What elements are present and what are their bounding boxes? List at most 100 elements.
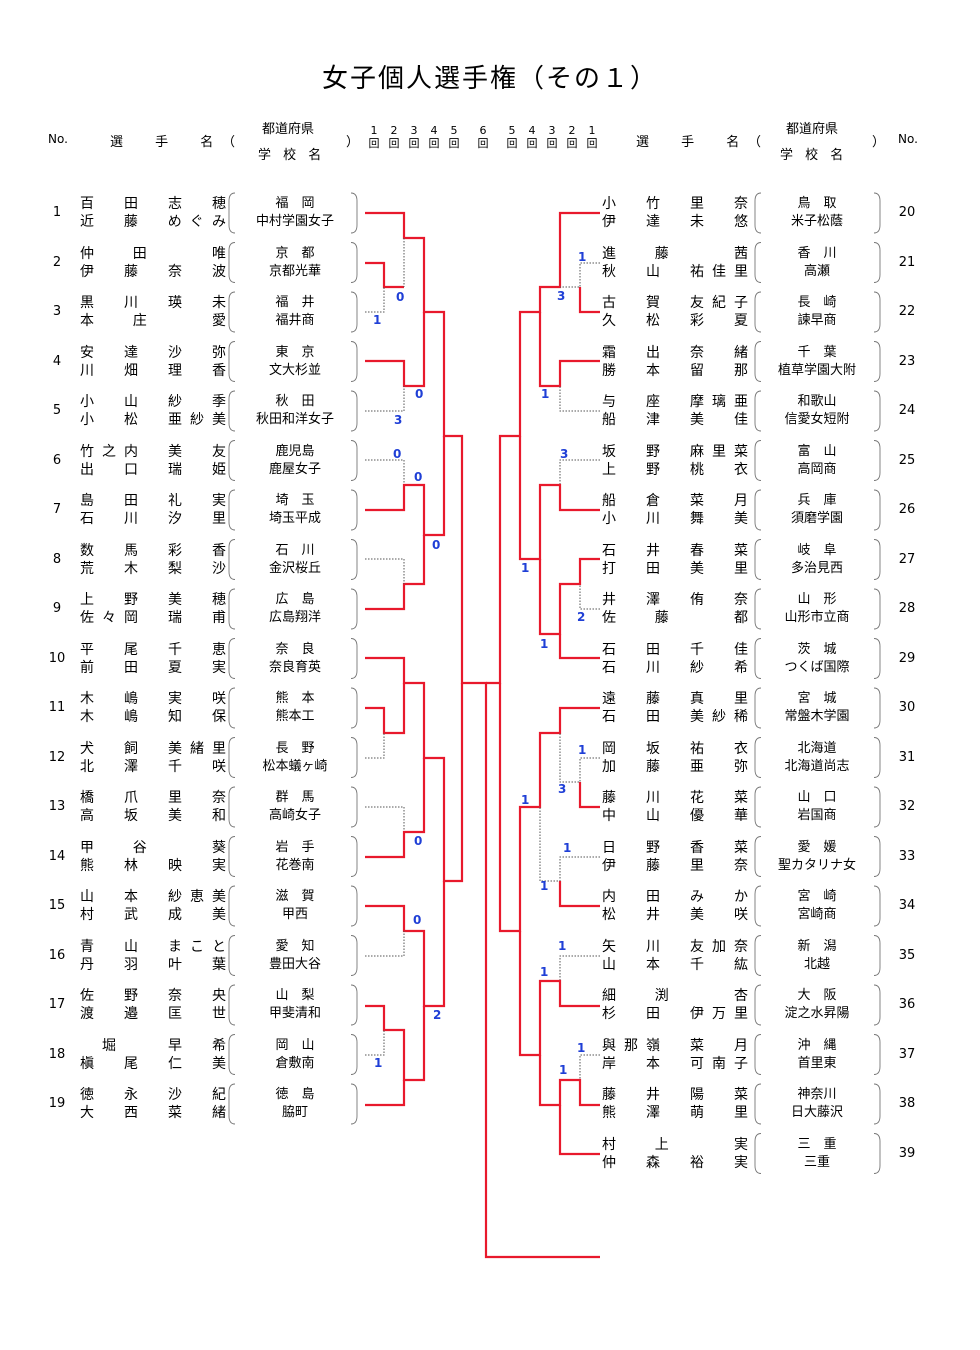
entry-number: 12 bbox=[48, 749, 66, 765]
round-number: 2 bbox=[390, 124, 398, 137]
prefecture-school: 大 阪淀之水昇陽 bbox=[758, 987, 876, 1023]
entry-number: 6 bbox=[52, 452, 62, 468]
paren-open bbox=[228, 1034, 236, 1075]
paren-close bbox=[350, 984, 358, 1026]
score-left-4: 0 bbox=[393, 447, 401, 461]
player-names: 堀 早 希槇 尾 仁 美 bbox=[80, 1037, 226, 1073]
bracket-left-m14 bbox=[365, 758, 426, 859]
bracket-left-m19 bbox=[365, 1080, 406, 1107]
paren-close bbox=[873, 291, 881, 333]
player-name-1: 石 井 春 菜 bbox=[602, 542, 748, 559]
score-right-10: 1 bbox=[563, 841, 571, 855]
school-name: 倉敷南 bbox=[275, 1055, 315, 1071]
header-school-right: 学 校 名 bbox=[780, 148, 848, 163]
paren-close bbox=[873, 489, 881, 531]
paren-close bbox=[350, 242, 358, 283]
school-name: 山形市立商 bbox=[784, 610, 850, 625]
paren-open bbox=[754, 489, 762, 531]
bracket-right-m22 bbox=[578, 287, 600, 314]
player-name-2: 石 田 美紗稀 bbox=[602, 709, 748, 725]
score-left-9: 2 bbox=[433, 1008, 441, 1022]
entry-number: 29 bbox=[898, 650, 916, 666]
player-names: 与 座 摩璃亜船 津 美 佳 bbox=[602, 393, 748, 429]
paren-open bbox=[228, 687, 236, 729]
paren-open bbox=[228, 539, 236, 580]
school-name: 文大杉並 bbox=[268, 362, 321, 378]
prefecture: 群 馬 bbox=[275, 790, 315, 805]
school-name: 金沢桜丘 bbox=[268, 560, 321, 576]
entry-number: 39 bbox=[898, 1145, 916, 1161]
score-right-4: 1 bbox=[521, 561, 529, 575]
player-name-1: 小 竹 里 奈 bbox=[602, 196, 748, 212]
paren-close bbox=[350, 489, 358, 531]
player-names: 数 馬 彩 香荒 木 梨 沙 bbox=[80, 542, 226, 578]
school-name: 脇町 bbox=[281, 1105, 308, 1120]
player-names: 上 野 美 穂佐々岡 瑞 甫 bbox=[80, 591, 226, 627]
player-name-1: 島 田 礼 実 bbox=[80, 493, 226, 509]
prefecture: 東 京 bbox=[275, 344, 315, 360]
bracket-right-l24 bbox=[559, 386, 600, 412]
school-name: 北越 bbox=[803, 956, 830, 972]
prefecture-school: 福 岡中村学園女子 bbox=[236, 195, 354, 231]
score-right-5: 2 bbox=[577, 610, 585, 624]
round-unit: 回 bbox=[546, 137, 558, 150]
school-name: 広島翔洋 bbox=[268, 610, 321, 625]
paren-close bbox=[873, 737, 881, 778]
bracket-right-m26 bbox=[518, 436, 600, 561]
school-name: 京都光華 bbox=[268, 263, 321, 279]
paren-open bbox=[754, 192, 762, 234]
prefecture: 長 崎 bbox=[797, 295, 837, 310]
player-names: 小 山 紗 季小 松 亜紗美 bbox=[80, 393, 226, 429]
paren-open bbox=[754, 341, 762, 382]
paren-close bbox=[350, 341, 358, 382]
bracket-right-l28 bbox=[579, 584, 600, 610]
player-name-2: 丹 羽 叶 葉 bbox=[80, 956, 226, 973]
paren-open bbox=[754, 390, 762, 432]
entry-number: 30 bbox=[898, 700, 916, 715]
player-name-2: 加 藤 亜 弥 bbox=[602, 758, 748, 775]
player-name-1: 船 倉 菜 月 bbox=[602, 493, 748, 509]
bracket-right-m36 bbox=[518, 931, 600, 1057]
entry-number: 15 bbox=[48, 898, 66, 913]
paren-open bbox=[228, 836, 236, 877]
bracket-left-m11 bbox=[365, 683, 406, 735]
player-name-2: 高 坂 美 和 bbox=[80, 808, 226, 824]
player-name-1: 黒 川 瑛 未 bbox=[80, 295, 226, 311]
player-names: 岡 坂 祐 衣加 藤 亜 弥 bbox=[602, 740, 748, 776]
bracket-champion-path bbox=[365, 211, 600, 1259]
prefecture-school: 長 野松本蟻ヶ崎 bbox=[236, 740, 354, 776]
prefecture: 宮 城 bbox=[797, 691, 837, 706]
paren-close bbox=[873, 638, 881, 679]
school-name: 須磨学園 bbox=[790, 511, 843, 526]
prefecture: 北海道 bbox=[797, 740, 837, 756]
school-name: つくば国際 bbox=[784, 659, 850, 675]
school-name: 熊本工 bbox=[275, 709, 315, 724]
prefecture: 広 島 bbox=[275, 592, 315, 607]
school-name: 松本蟻ヶ崎 bbox=[262, 758, 328, 774]
entry-number: 16 bbox=[48, 947, 66, 963]
paren-open bbox=[228, 192, 236, 234]
bracket-left-l12 bbox=[365, 733, 385, 759]
round-unit: 回 bbox=[477, 137, 489, 150]
prefecture: 山 口 bbox=[797, 790, 837, 805]
prefecture-school: 三 重三重 bbox=[758, 1136, 876, 1172]
player-name-2: 岸 本 可南子 bbox=[602, 1055, 748, 1072]
prefecture-school: 秋 田秋田和洋女子 bbox=[236, 393, 354, 429]
prefecture-school: 長 崎諫早商 bbox=[758, 294, 876, 330]
player-name-2: 仲 森 裕 実 bbox=[602, 1154, 748, 1171]
player-name-2: 熊 林 映 実 bbox=[80, 857, 226, 874]
prefecture: 和歌山 bbox=[797, 394, 837, 409]
prefecture: 千 葉 bbox=[797, 344, 837, 360]
score-right-11: 1 bbox=[540, 879, 548, 893]
